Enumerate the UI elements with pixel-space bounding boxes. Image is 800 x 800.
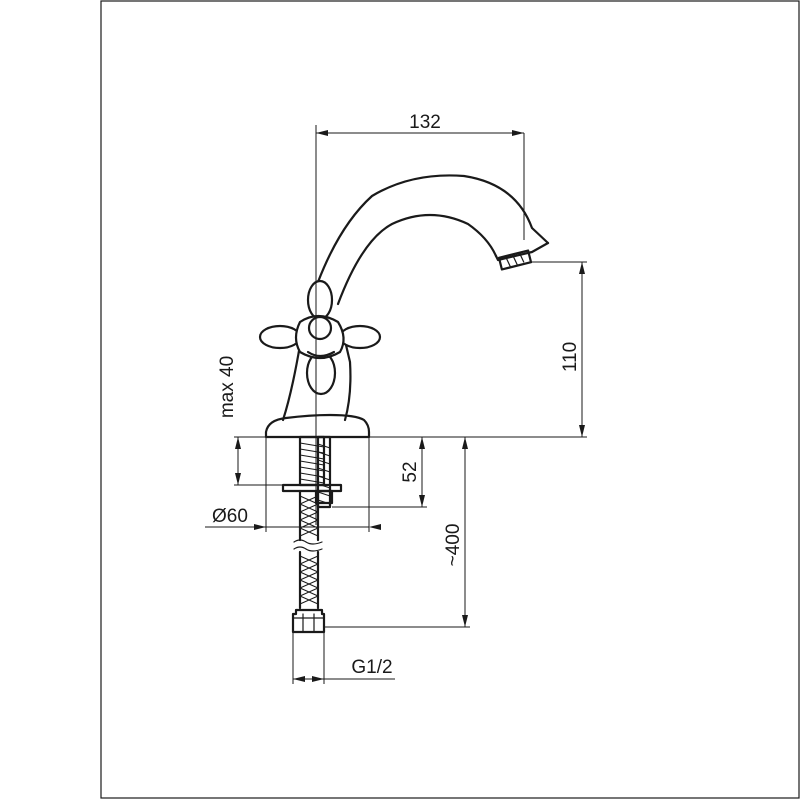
label-max-deck-thickness: max 40 [217, 356, 238, 418]
label-base-diameter: Ø60 [212, 506, 248, 527]
label-shank-length: 52 [400, 461, 421, 482]
label-connection-thread: G1/2 [351, 657, 392, 678]
spout-inner [336, 213, 498, 306]
mounting-shank [281, 435, 343, 509]
spout-tip [494, 241, 550, 262]
label-spout-height: 110 [560, 342, 581, 372]
handle-arm-top [306, 279, 334, 321]
dimension-base-diameter: Ø60 [205, 437, 381, 532]
dimension-spout-height: 110 [530, 261, 587, 437]
faucet-body [281, 343, 352, 422]
sheet-border [100, 0, 800, 799]
handle-arm-left [258, 324, 302, 350]
dimension-max-deck-thickness: max 40 [217, 356, 300, 486]
clamp-plate [281, 483, 343, 493]
label-hose-length: ~400 [443, 524, 464, 567]
braided-hose [291, 489, 326, 634]
aerator [497, 249, 533, 271]
handle-arm-right [338, 324, 382, 350]
hose-end-nut [291, 608, 326, 634]
dimension-spout-reach: 132 [315, 112, 525, 240]
cross-handle [258, 279, 382, 396]
faucet-base [264, 413, 371, 439]
handle-cap [307, 315, 333, 341]
dimension-connection-thread: G1/2 [292, 632, 395, 684]
dimension-hose-length: ~400 [324, 437, 470, 628]
faucet-outline [258, 174, 550, 439]
dimension-shank-length: 52 [332, 437, 427, 508]
spout-outer [316, 174, 550, 284]
break-mark [293, 539, 323, 545]
label-spout-reach: 132 [409, 112, 441, 133]
